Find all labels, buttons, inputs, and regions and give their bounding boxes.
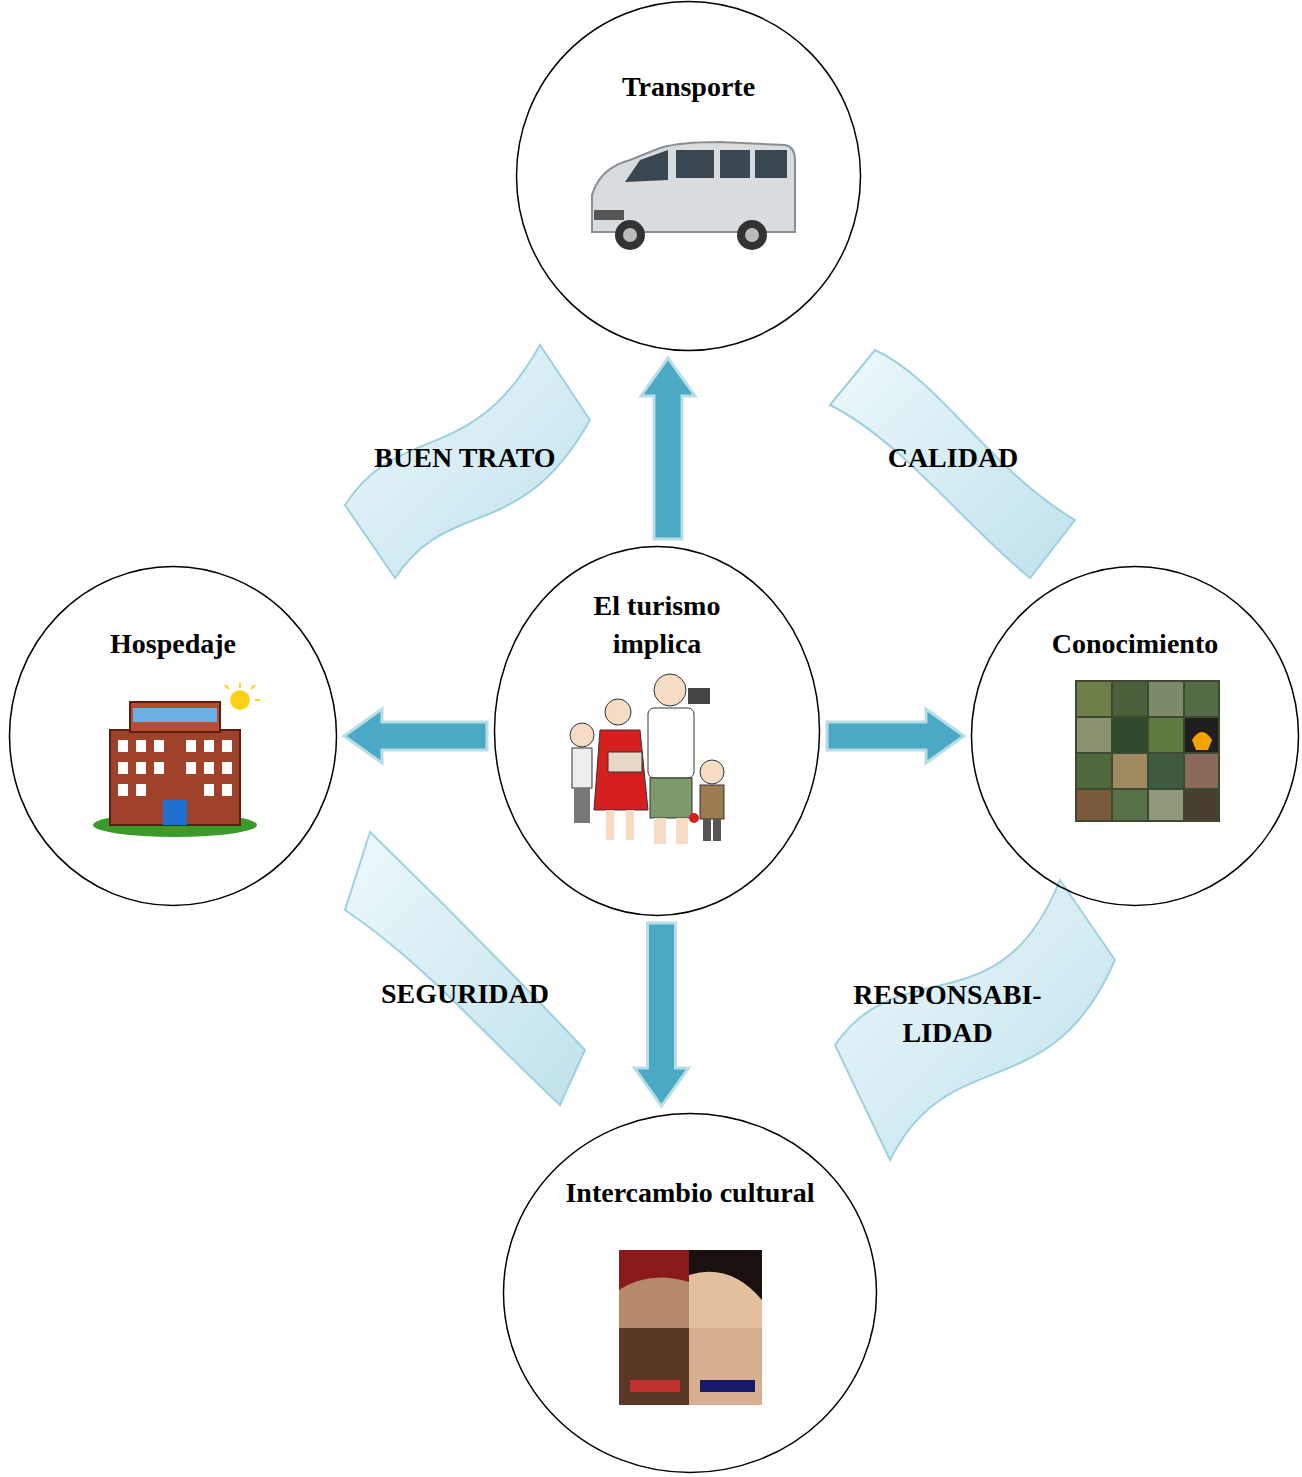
node-title: Hospedaje <box>33 625 313 663</box>
block-arrow <box>641 358 695 539</box>
value-label: CALIDAD <box>858 439 1048 477</box>
cultures-picture <box>619 1250 762 1405</box>
ribbon <box>345 832 585 1105</box>
van-picture <box>592 142 795 250</box>
node-outline <box>8 565 338 907</box>
topic-circle: Transporte <box>515 0 862 352</box>
value-label: SEGURIDAD <box>350 975 580 1013</box>
node-title: Intercambio cultural <box>560 1174 820 1212</box>
topic-circle: Hospedaje <box>8 565 338 907</box>
node-title: Conocimiento <box>990 625 1280 663</box>
tourists-picture <box>570 674 724 844</box>
node-title: Transporte <box>539 68 839 106</box>
ribbon <box>830 350 1075 578</box>
hotel-picture <box>93 683 260 837</box>
block-arrow <box>344 709 487 763</box>
node-title: El turismo implica <box>547 587 767 663</box>
block-arrow <box>635 923 689 1106</box>
topic-circle: Conocimiento <box>970 565 1300 907</box>
node-outline <box>502 1112 878 1474</box>
topic-circle: Intercambio cultural <box>502 1112 878 1474</box>
block-arrow <box>827 709 964 763</box>
nature-collage <box>1075 680 1220 822</box>
node-outline <box>970 565 1300 907</box>
ribbon <box>835 880 1115 1160</box>
value-label: RESPONSABI- LIDAD <box>840 976 1055 1052</box>
value-label: BUEN TRATO <box>340 439 590 477</box>
node-outline <box>515 0 862 352</box>
center-ellipse: El turismo implica <box>493 545 821 917</box>
